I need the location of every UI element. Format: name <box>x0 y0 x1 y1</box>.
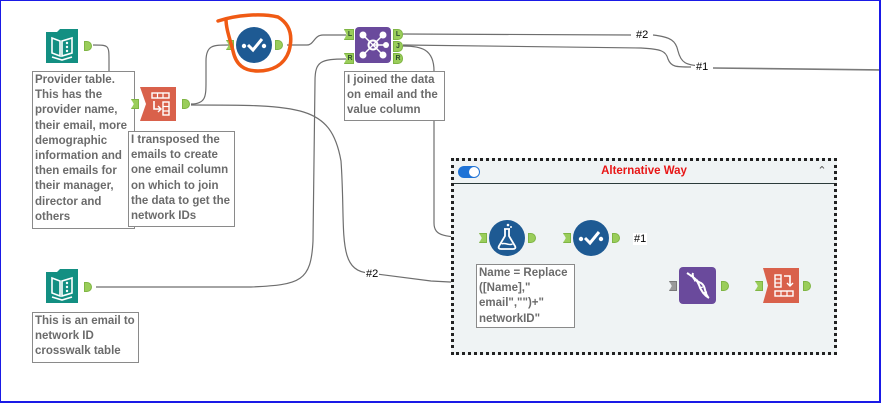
transpose-icon <box>140 87 176 121</box>
input-data-tool-crosswalk[interactable] <box>43 268 81 306</box>
select-tool-top[interactable] <box>235 26 273 64</box>
checkmark-icon <box>573 220 609 256</box>
cross-tab-icon <box>763 268 799 303</box>
wire-select-to-join-left <box>287 34 346 46</box>
output-anchor[interactable] <box>275 40 283 50</box>
dynamic-rename-tool[interactable] <box>679 267 716 304</box>
wire-label: #1 <box>695 61 710 73</box>
container-enable-toggle[interactable] <box>458 166 480 178</box>
flask-icon <box>489 220 525 256</box>
comment-provider[interactable]: Provider table. This has the provider na… <box>32 71 135 229</box>
chevron-up-icon[interactable]: ⌃ <box>817 164 827 177</box>
wire-label: #2 <box>365 268 380 280</box>
join-left-input-anchor[interactable]: L <box>344 29 354 40</box>
output-anchor[interactable] <box>84 282 92 292</box>
join-left-output-anchor[interactable]: L <box>393 29 403 40</box>
join-tool[interactable] <box>355 27 391 63</box>
toggle-knob <box>469 167 479 177</box>
comment-formula[interactable]: Name = Replace ([Name]," email","")+" ne… <box>476 264 575 328</box>
dna-icon <box>679 267 716 304</box>
comment-join[interactable]: I joined the data on email and the value… <box>344 71 445 121</box>
book-icon <box>46 29 78 63</box>
select-tool-container[interactable] <box>572 219 610 257</box>
cross-tab-tool[interactable] <box>763 267 801 304</box>
output-anchor[interactable] <box>182 99 190 109</box>
join-right-input-anchor[interactable]: R <box>344 53 354 64</box>
wire-join-join-out <box>402 44 692 68</box>
container-title: Alternative Way <box>601 165 687 177</box>
wire-join-left-out <box>402 33 702 67</box>
output-anchor[interactable] <box>612 233 620 243</box>
output-anchor[interactable] <box>528 233 536 243</box>
join-right-output-anchor[interactable]: R <box>393 53 403 64</box>
join-icon <box>355 27 391 63</box>
transpose-tool[interactable] <box>140 85 180 123</box>
join-join-output-anchor[interactable]: J <box>393 41 403 52</box>
comment-crosswalk[interactable]: This is an email to network ID crosswalk… <box>32 312 139 363</box>
book-icon <box>46 269 78 303</box>
output-anchor[interactable] <box>803 281 811 291</box>
input-data-tool-provider[interactable] <box>43 28 81 66</box>
comment-transpose[interactable]: I transposed the emails to create one em… <box>128 131 235 227</box>
input-anchor[interactable] <box>226 40 234 50</box>
output-anchor[interactable] <box>721 281 729 291</box>
wire-label: #1 <box>633 233 648 245</box>
wire-right-exit <box>712 67 879 71</box>
output-anchor[interactable] <box>84 41 92 51</box>
formula-tool[interactable] <box>488 219 526 257</box>
wire-label: #2 <box>635 29 650 41</box>
wire-transpose-to-select <box>190 44 230 105</box>
checkmark-icon <box>236 27 272 63</box>
container-header[interactable]: Alternative Way ⌃ <box>454 161 834 184</box>
